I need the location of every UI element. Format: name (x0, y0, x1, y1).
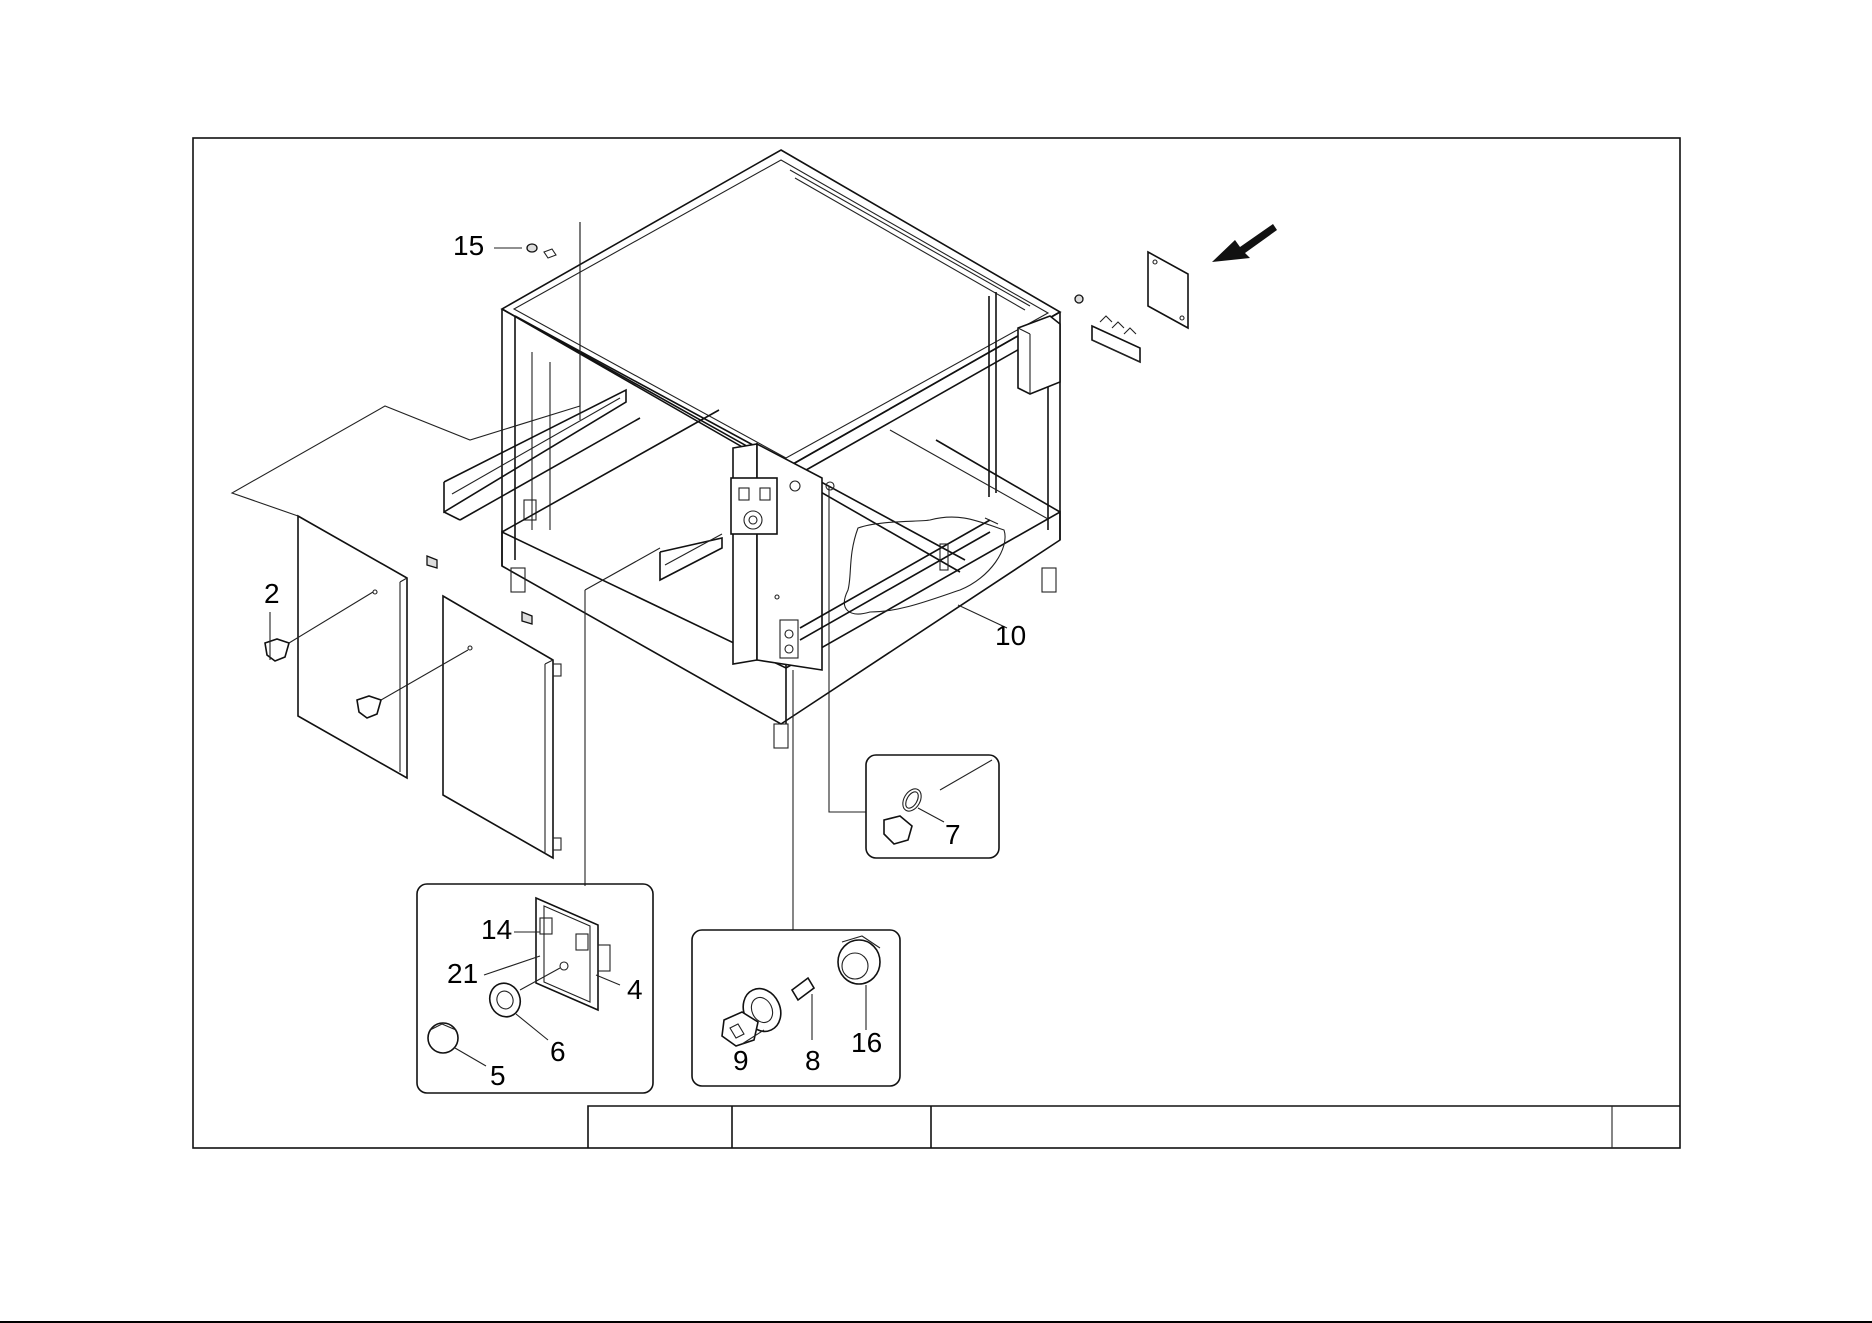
callout-21: 21 (447, 958, 478, 989)
rear-cover-assembly (1075, 252, 1188, 362)
detail-box-control-panel: 14 21 4 6 5 (417, 884, 653, 1093)
callout-4: 4 (627, 974, 643, 1005)
detail-box-thermostat: 9 8 16 (692, 930, 900, 1086)
title-block (588, 1106, 1680, 1148)
callout-9: 9 (733, 1045, 749, 1076)
arrow-icon (1212, 224, 1277, 262)
screw-part-15 (494, 244, 556, 258)
callout-16: 16 (851, 1027, 882, 1058)
callout-10: 10 (995, 620, 1026, 651)
callout-5: 5 (490, 1060, 506, 1091)
side-panel-left (298, 516, 437, 778)
side-panel-right (443, 596, 561, 858)
callout-6: 6 (550, 1036, 566, 1067)
callout-14: 14 (481, 914, 512, 945)
callout-7: 7 (945, 819, 961, 850)
drawing-frame (193, 138, 1680, 1148)
callout-8: 8 (805, 1045, 821, 1076)
detail-box-part-7: 7 (866, 755, 999, 858)
callout-2: 2 (264, 578, 280, 609)
callout-15: 15 (453, 230, 484, 261)
